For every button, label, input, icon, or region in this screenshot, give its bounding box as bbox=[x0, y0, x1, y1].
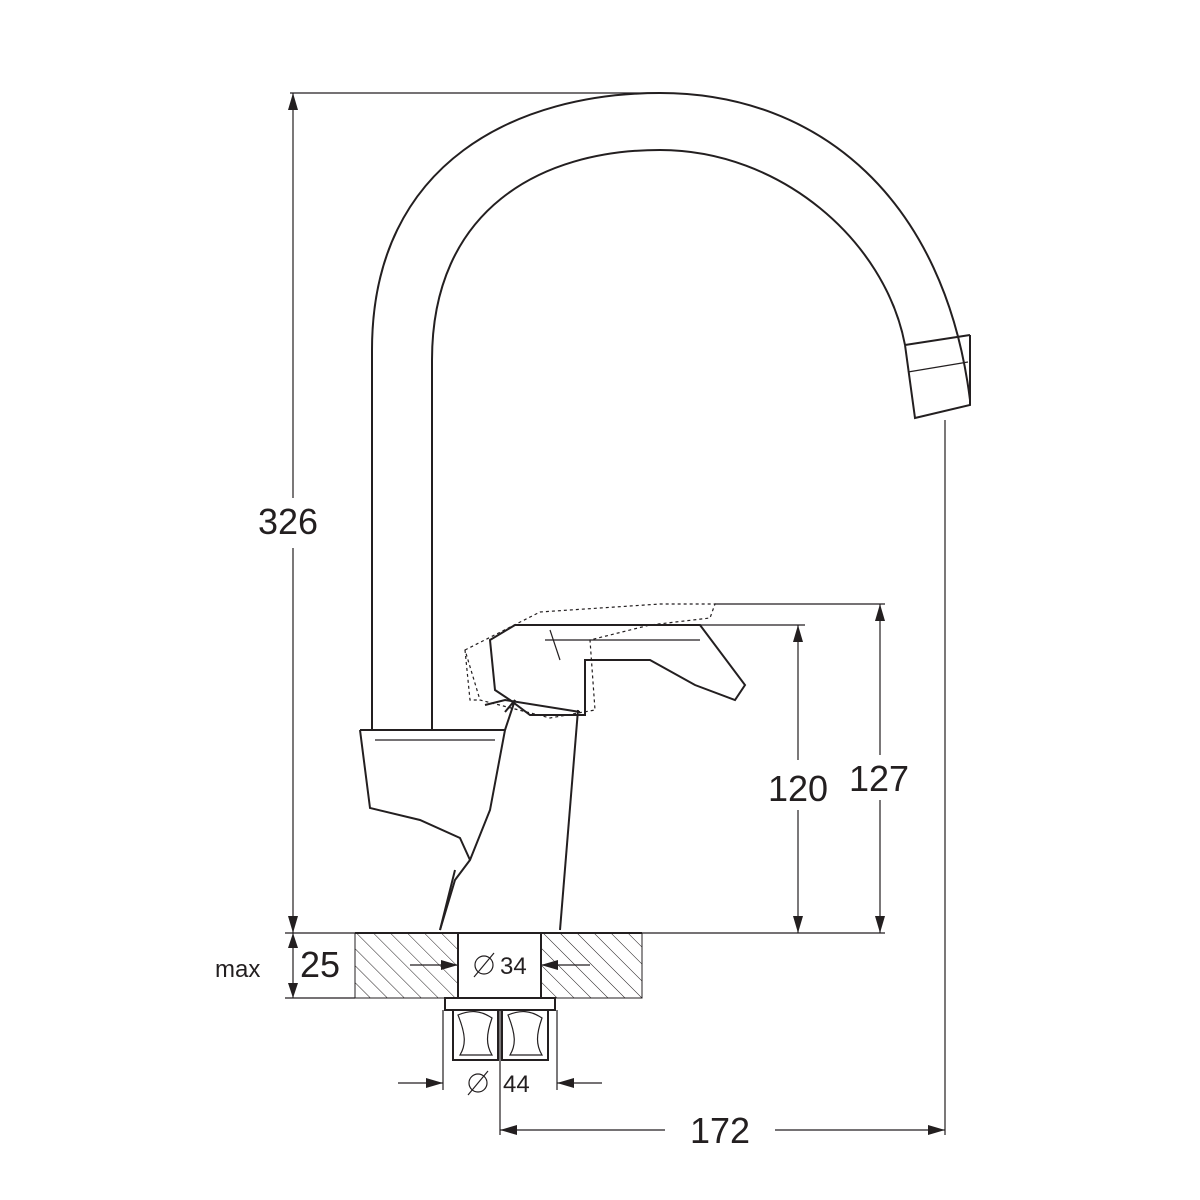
mounting-nut bbox=[444, 997, 556, 1061]
label-handle-height-min: 120 bbox=[768, 768, 828, 809]
dimension-base-diameter bbox=[398, 1010, 602, 1096]
label-countertop-thickness: 25 bbox=[300, 944, 340, 985]
dimension-handle-height bbox=[642, 603, 885, 934]
label-handle-height-max: 127 bbox=[849, 758, 909, 799]
label-hole-diameter: 34 bbox=[500, 953, 527, 980]
lever-handle bbox=[488, 624, 747, 716]
dimension-spout-reach bbox=[499, 420, 946, 1135]
dimension-hole-diameter bbox=[410, 952, 590, 978]
dimension-height-total bbox=[285, 92, 660, 934]
label-countertop-prefix: max bbox=[215, 956, 260, 983]
countertop-section bbox=[354, 932, 643, 999]
label-base-diameter: 44 bbox=[503, 1071, 530, 1098]
faucet-body bbox=[359, 698, 581, 931]
label-spout-reach: 172 bbox=[690, 1110, 750, 1151]
label-height-total: 326 bbox=[258, 501, 318, 542]
lever-handle-raised-outline bbox=[464, 603, 716, 719]
dimension-countertop bbox=[285, 933, 355, 999]
